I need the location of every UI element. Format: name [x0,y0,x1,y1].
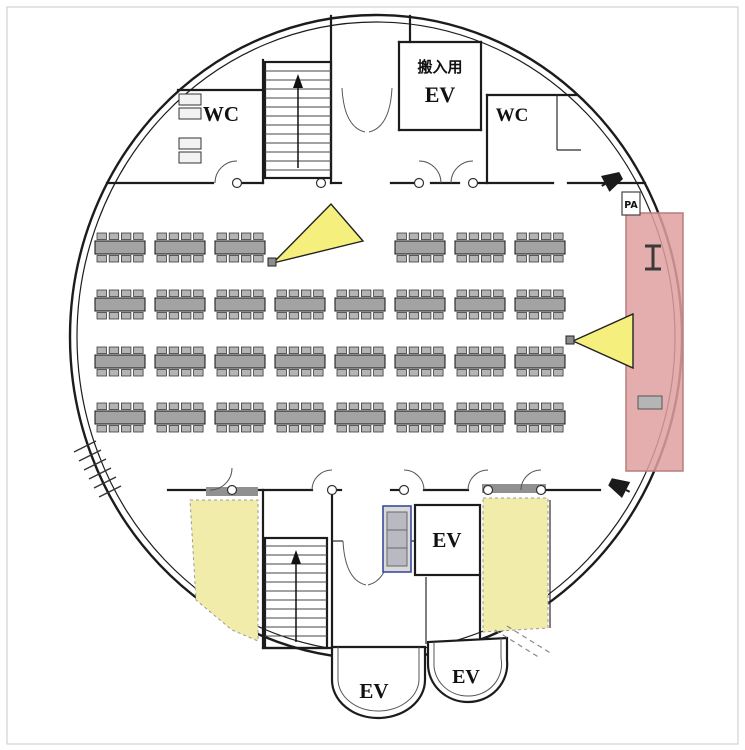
stage-zone [625,212,684,472]
door-pivot [482,484,494,496]
banquet-table [394,346,446,377]
highlight-zones [189,497,553,659]
banquet-table [214,289,266,320]
door-pivot [467,177,479,189]
staircase-top [263,60,333,180]
stage-equipment [637,244,663,410]
hatch-marks [73,440,122,498]
door-pivot [315,177,327,189]
banquet-table [94,346,146,377]
banquet-table [214,232,266,263]
projector [565,335,575,345]
shear-wall [482,484,546,493]
ev-bottom-right-label: EV [452,666,480,688]
banquet-table [514,346,566,377]
banquet-table [514,289,566,320]
banquet-table [514,232,566,263]
banquet-table [154,346,206,377]
ev-bottom-left-label: EV [359,679,388,703]
elevator-shaft [382,505,412,573]
wc-fixtures [178,93,202,164]
yellow-zone-right [482,497,549,633]
speaker-icon [601,171,623,192]
banquet-table [214,346,266,377]
banquet-table [94,289,146,320]
banquet-table [454,289,506,320]
up-arrow [291,550,301,564]
banquet-tables [94,232,566,433]
door-pivot [231,177,243,189]
banquet-table [334,346,386,377]
door-pivot [535,484,547,496]
loading-ev-label-line2: EV [425,82,456,107]
pa-label: PA [624,200,638,211]
yellow-zone-left [189,499,259,642]
banquet-table [94,402,146,433]
room-labels: WC WC 搬入用 EV EV EV EV [203,58,528,703]
door-pivot [398,484,410,496]
banquet-table [274,402,326,433]
banquet-table [274,289,326,320]
door-pivot [226,484,238,496]
elevator-room-center [382,503,482,577]
projector-cone-top [267,202,365,267]
ev-center-label: EV [432,528,461,552]
projector [267,257,277,267]
banquet-table [514,402,566,433]
banquet-table [334,402,386,433]
banquet-table [214,402,266,433]
banquet-table [94,232,146,263]
banquet-table [394,402,446,433]
banquet-table [334,289,386,320]
banquet-table [154,289,206,320]
door-pivot [413,177,425,189]
bottom-elevator-lobbies [330,636,509,720]
door-pivot [326,484,338,496]
ev-lobby-right [426,636,509,704]
wc-left-label: WC [203,102,239,126]
banquet-table [154,402,206,433]
page-border [6,6,739,745]
staircase-bottom [263,536,329,650]
banquet-table [394,289,446,320]
banquet-table [454,232,506,263]
banquet-table [454,346,506,377]
ev-lobby-left [330,645,427,720]
loading-ev-label-line1: 搬入用 [417,58,462,76]
up-arrow [293,74,303,88]
banquet-table [274,346,326,377]
wc-right-label: WC [496,105,529,126]
banquet-table [394,232,446,263]
speaker-icon [608,478,631,498]
pa-box: PA [621,191,641,216]
banquet-table [454,402,506,433]
banquet-table [154,232,206,263]
projector-cone-right [565,312,634,370]
